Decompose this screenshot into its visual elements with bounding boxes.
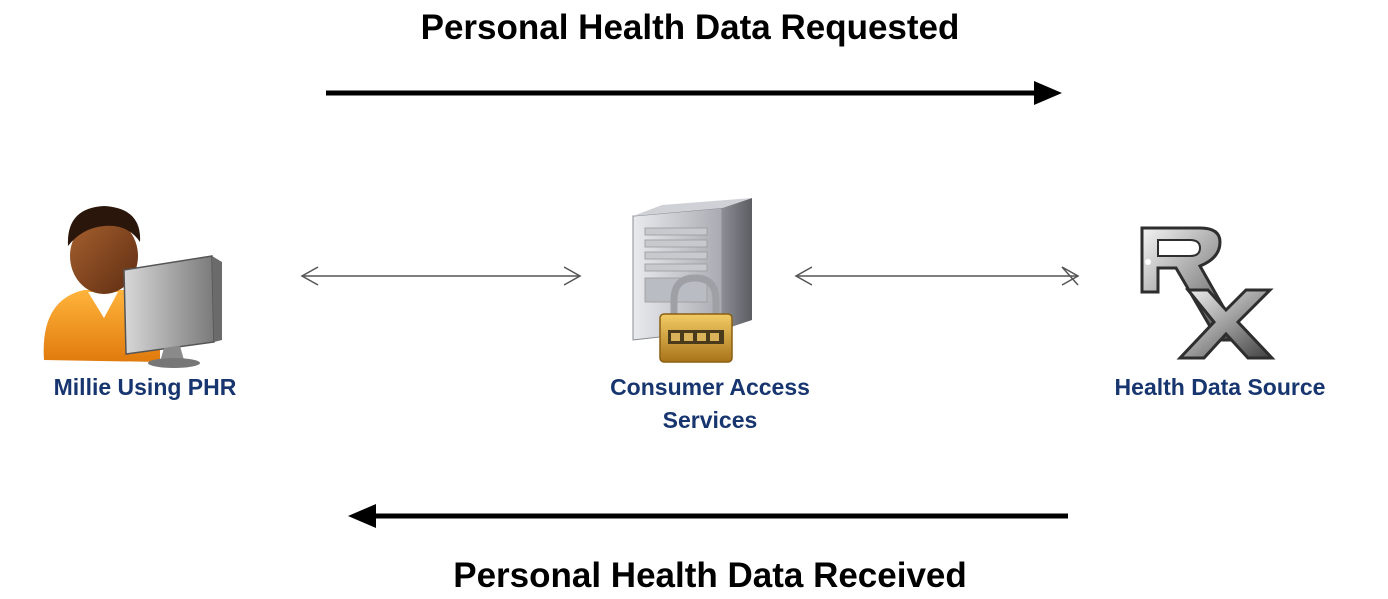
person-at-computer-icon xyxy=(43,206,222,368)
locked-server-icon xyxy=(632,198,752,363)
service-label-line1: Consumer Access xyxy=(610,374,810,400)
request-heading: Personal Health Data Requested xyxy=(420,8,960,47)
user-label: Millie Using PHR xyxy=(53,374,237,400)
user-service-connector xyxy=(300,266,582,286)
source-label: Health Data Source xyxy=(1114,374,1326,400)
response-heading: Personal Health Data Received xyxy=(453,556,967,595)
request-arrow xyxy=(326,81,1062,105)
service-label: Consumer Access Services xyxy=(560,371,860,437)
service-label-line2: Services xyxy=(662,407,758,433)
service-source-connector xyxy=(794,266,1080,286)
response-arrow xyxy=(348,504,1068,528)
rx-prescription-icon xyxy=(1140,226,1276,360)
